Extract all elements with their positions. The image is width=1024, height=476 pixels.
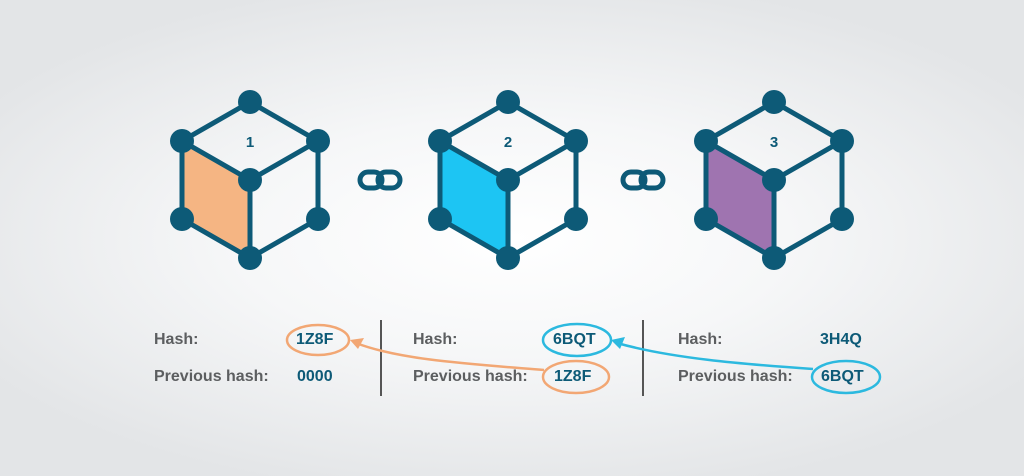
block-2-number: 2 bbox=[503, 134, 513, 151]
hash-circle-1z8f bbox=[285, 323, 351, 357]
block-3-hash-label: Hash: bbox=[678, 331, 723, 348]
block-3-prev-hash-value: 6BQT bbox=[821, 368, 864, 385]
block-2-hash-label: Hash: bbox=[413, 331, 458, 348]
prev-hash-circle-6bqt bbox=[810, 359, 882, 395]
arrow-icon-orange bbox=[350, 338, 545, 372]
block-1-prev-hash-value: 0000 bbox=[297, 368, 333, 385]
chain-link-icon-1 bbox=[360, 172, 400, 188]
block-3-prev-hash-label: Previous hash: bbox=[678, 368, 793, 385]
block-3-cube-icon bbox=[694, 90, 854, 270]
block-1-prev-hash-label: Previous hash: bbox=[154, 368, 269, 385]
block-1-hash-label: Hash: bbox=[154, 331, 199, 348]
block-3-number: 3 bbox=[769, 134, 779, 151]
chain-link-icon-2 bbox=[623, 172, 663, 188]
block-2-hash-value: 6BQT bbox=[553, 331, 596, 348]
block-2-cube-icon bbox=[428, 90, 588, 270]
block-3-hash-value: 3H4Q bbox=[820, 331, 862, 348]
block-1-cube-icon bbox=[170, 90, 330, 270]
prev-hash-circle-1z8f bbox=[541, 359, 611, 395]
block-2-prev-hash-label: Previous hash: bbox=[413, 368, 528, 385]
block-1-number: 1 bbox=[245, 134, 255, 151]
block-2-prev-hash-value: 1Z8F bbox=[554, 368, 592, 385]
block-1-hash-value: 1Z8F bbox=[296, 331, 334, 348]
arrow-icon-blue bbox=[611, 337, 814, 371]
